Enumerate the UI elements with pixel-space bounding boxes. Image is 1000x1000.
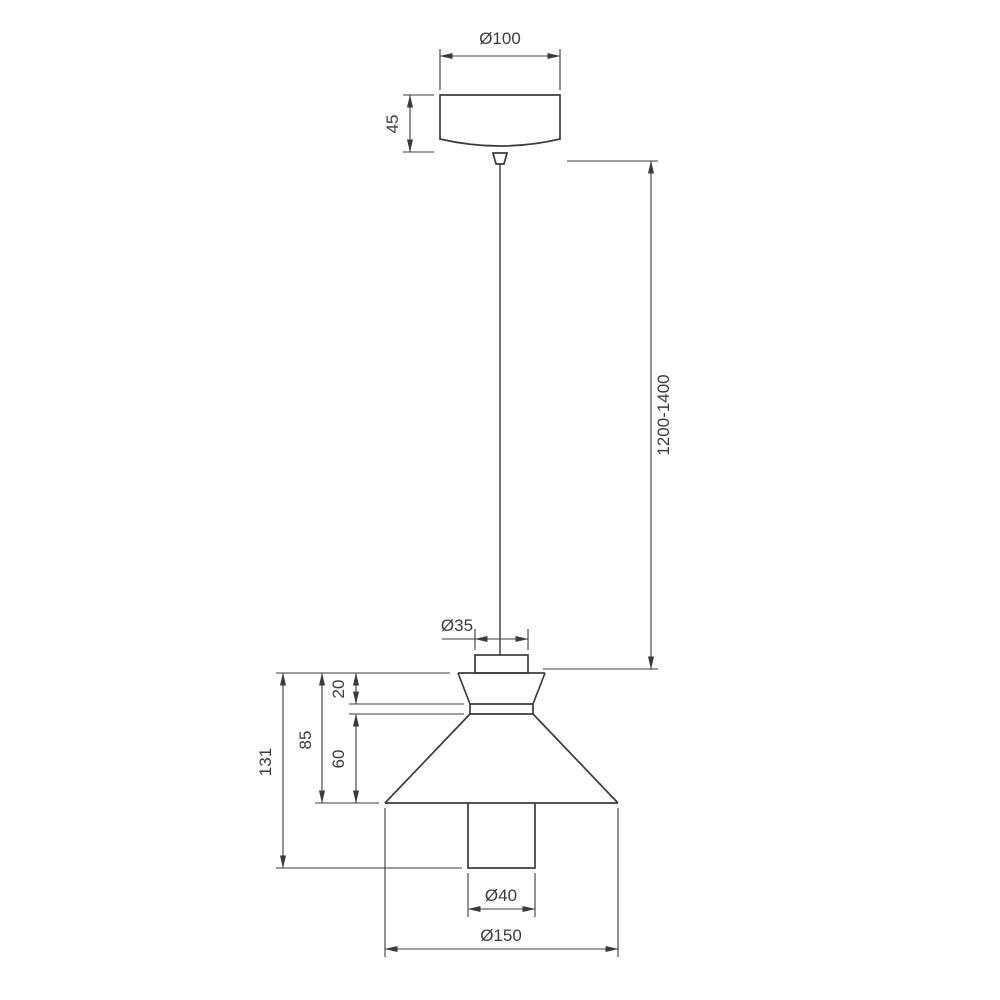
dim-canopy-height: 45 — [383, 94, 434, 153]
shade-band — [469, 703, 534, 715]
cable-gland — [491, 152, 509, 165]
shade-diameter-label: Ø150 — [480, 926, 522, 945]
shade-bottom-cylinder — [467, 803, 536, 869]
canopy-height-label: 45 — [383, 115, 402, 134]
shade-upper-cone-right — [532, 672, 546, 705]
dim-fixture-total-height: 131 — [256, 672, 462, 869]
suspension-length-label: 1200-1400 — [654, 374, 673, 455]
dim-upper-cone-height: 20 — [329, 672, 464, 705]
shade-upper-cone-left — [457, 672, 471, 705]
shade-stem — [474, 654, 529, 674]
canopy-outline — [439, 94, 561, 147]
shade-group — [384, 654, 619, 869]
dim-shade-diameter: Ø150 — [384, 808, 619, 957]
upper-cone-height-label: 20 — [329, 680, 348, 699]
dim-stem-diameter: Ø35 — [441, 616, 529, 650]
bottom-cylinder-diameter-label: Ø40 — [485, 886, 517, 905]
shade-lower-cone-left — [384, 713, 471, 804]
dim-canopy-diameter: Ø100 — [439, 29, 561, 90]
fixture-total-height-label: 131 — [256, 748, 275, 776]
shade-body-height-label: 85 — [296, 731, 315, 750]
canopy-diameter-label: Ø100 — [479, 29, 521, 48]
canopy-group — [439, 94, 561, 165]
dim-bottom-cylinder-diameter: Ø40 — [467, 873, 536, 917]
lower-cone-height-label: 60 — [329, 750, 348, 769]
dim-lower-cone-height: 60 — [329, 713, 464, 804]
dim-shade-body-height: 85 — [296, 672, 379, 804]
shade-lower-cone-right — [532, 713, 619, 804]
dim-suspension-length: 1200-1400 — [543, 160, 673, 670]
stem-diameter-label: Ø35 — [441, 616, 473, 635]
